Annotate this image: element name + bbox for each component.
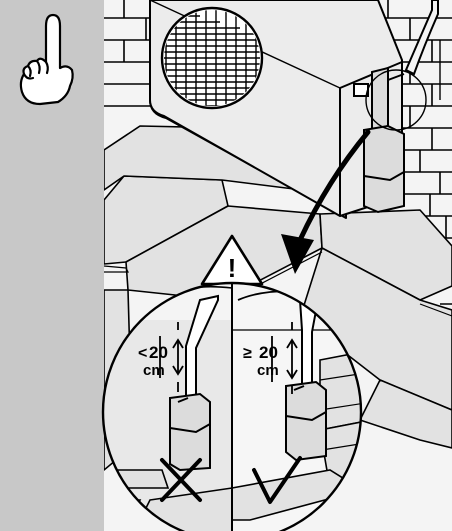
left-value: 20 [149,343,168,362]
right-comparator: ≥ [243,345,252,362]
left-distance-label: < 20 cm [138,343,168,379]
warning-symbol: ! [228,253,237,283]
right-value: 20 [259,343,278,362]
left-comparator: < [138,345,147,362]
pipe-insulation [364,126,404,212]
left-unit: cm [143,362,165,379]
right-unit: cm [257,362,279,379]
